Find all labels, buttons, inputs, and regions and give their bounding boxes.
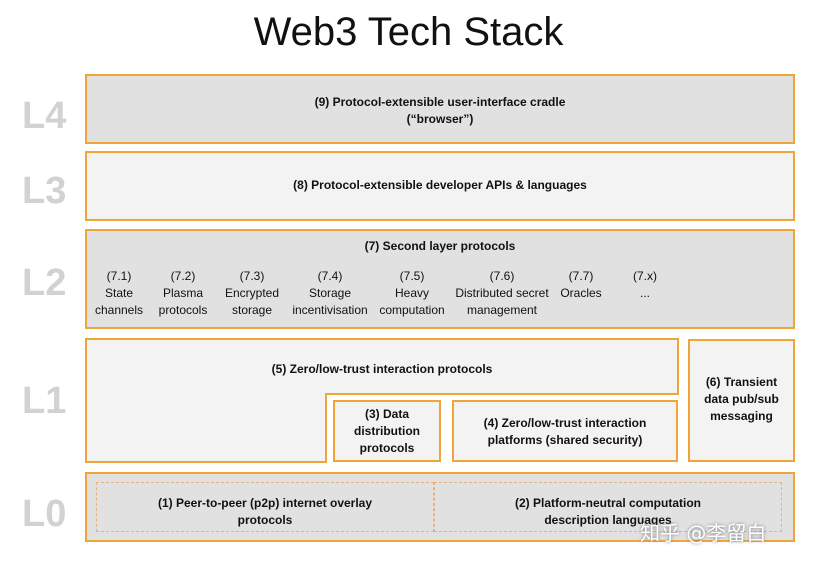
l2-second-layer-box (85, 229, 795, 329)
l3-developer-apis-box (85, 151, 795, 221)
l0-p2p-dashed-box (96, 482, 434, 532)
l2-item-num: (7.7) (568, 269, 594, 283)
l2-item-num: (7.1) (106, 269, 132, 283)
l1-data-distribution-label: (3) Data distribution protocols (354, 407, 420, 455)
l2-item-text: Distributed secret management (455, 286, 549, 317)
l2-item-num: (7.x) (633, 269, 657, 283)
l2-item-num: (7.2) (170, 269, 196, 283)
l1-transient-messaging-label: (6) Transient data pub/sub messaging (704, 375, 779, 423)
l2-item-num: (7.5) (399, 269, 425, 283)
l1-transient-messaging-box (688, 339, 795, 462)
l3-label: (8) Protocol-extensible developer APIs &… (293, 178, 587, 192)
l1-platforms-label: (4) Zero/low-trust interaction platforms… (483, 416, 647, 447)
l2-item-text: Heavy computation (379, 286, 445, 317)
l2-item-text: Plasma protocols (158, 286, 208, 317)
l1-zero-trust-label: (5) Zero/low-trust interaction protocols (271, 362, 493, 376)
l2-item-text: Oracles (560, 286, 602, 300)
l4-line2: (“browser”) (406, 112, 474, 126)
l2-item-text: Encrypted storage (224, 286, 280, 317)
diagram-title: Web3 Tech Stack (253, 10, 564, 54)
level-label-l3: L3 (22, 170, 67, 212)
l0-neutral-dashed-box (434, 482, 782, 532)
l1-data-distribution-box (333, 400, 441, 462)
l2-item-num: (7.4) (317, 269, 343, 283)
level-label-l0: L0 (22, 493, 67, 535)
l0-p2p-label: (1) Peer-to-peer (p2p) internet overlay … (157, 496, 373, 527)
l4-browser-box (85, 74, 795, 144)
l2-label: (7) Second layer protocols (364, 239, 516, 253)
l0-neutral-label: (2) Platform-neutral computation descrip… (514, 496, 701, 527)
l2-item-text: ... (639, 286, 650, 300)
level-label-l4: L4 (22, 95, 67, 137)
l4-line1: (9) Protocol-extensible user-interface c… (314, 95, 566, 109)
level-label-l1: L1 (22, 380, 67, 422)
l2-item-text: Storage incentivisation (292, 286, 368, 317)
l2-item-num: (7.3) (239, 269, 265, 283)
level-label-l2: L2 (22, 262, 67, 304)
l1-platforms-box (452, 400, 678, 462)
l2-item-text: State channels (94, 286, 144, 317)
watermark: 知乎 @李留白 (640, 521, 767, 545)
l2-item-num: (7.6) (489, 269, 515, 283)
l0-base-box (85, 472, 795, 542)
